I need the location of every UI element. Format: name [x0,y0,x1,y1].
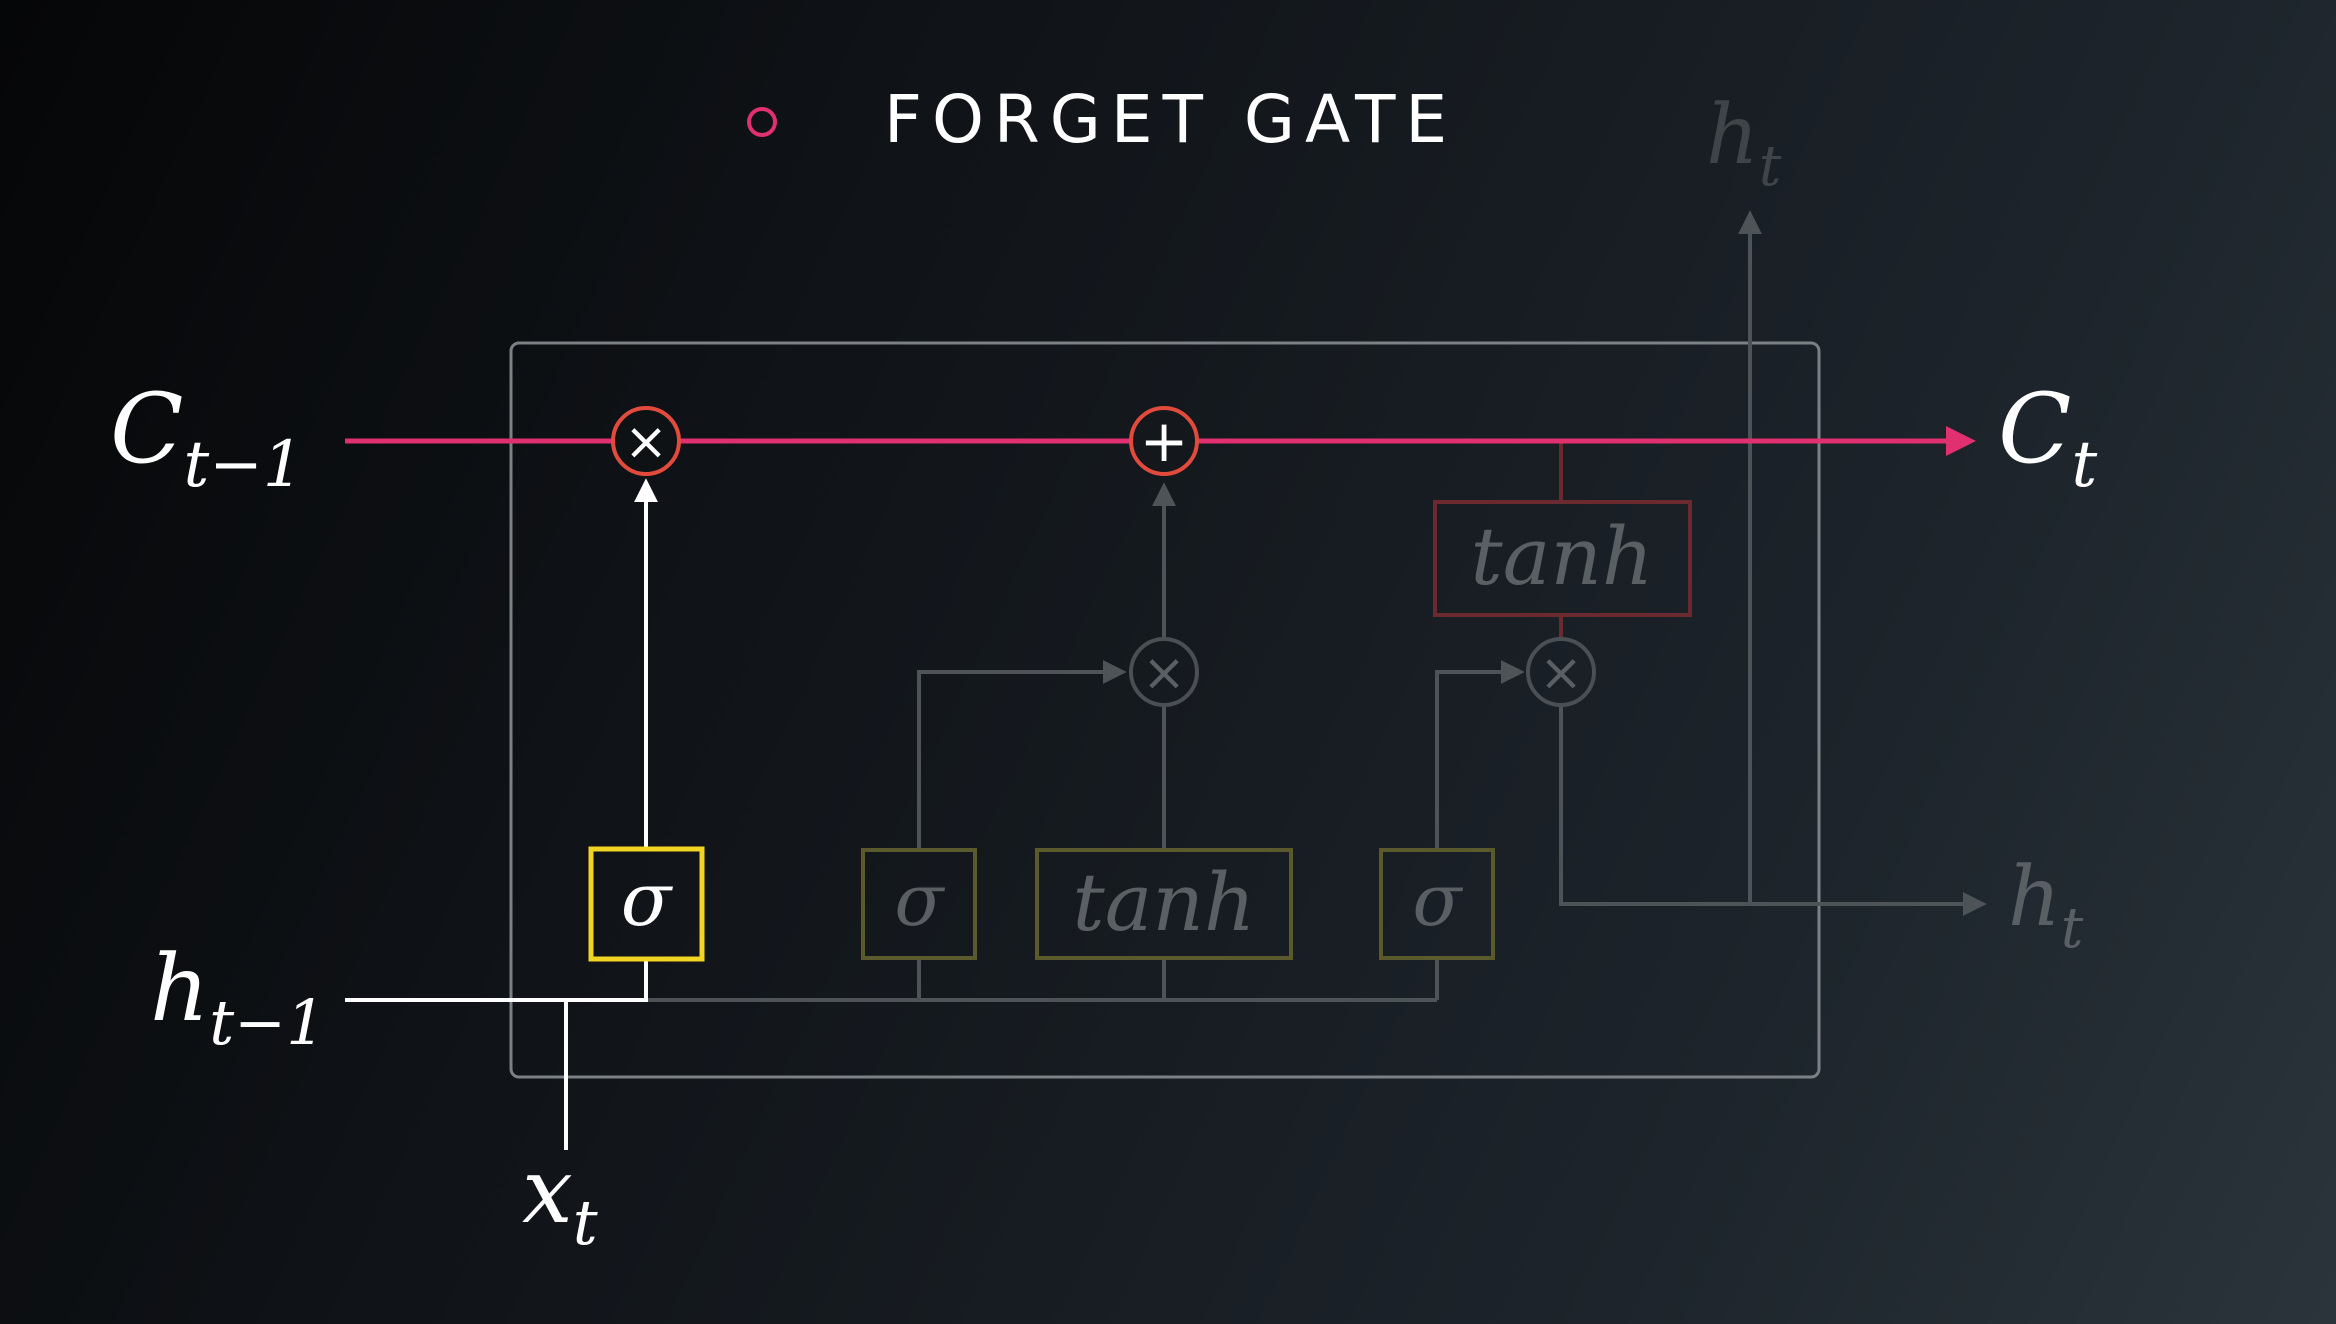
candidate-tanh-label: tanh [1073,856,1256,949]
output-multiply-icon: × [1539,643,1583,703]
title-bullet-icon [747,107,777,137]
faded-paths [646,210,1987,1002]
x-t-sub: t [573,1186,598,1259]
active-paths [345,478,658,1150]
input-multiply-icon: × [1142,643,1186,703]
h-prev-base: h [150,935,209,1042]
x-t-label: xt [522,1139,598,1259]
h-out-top-label: ht [1706,88,1782,199]
h-out-right-sub: t [2061,896,2084,961]
input-sigma-to-multiply [917,660,1127,850]
h-prev-input-line [345,958,648,1002]
input-sigma-label: σ [894,858,945,942]
forget-sigma-box [588,846,705,962]
h-out-right-base: h [2008,850,2061,945]
h-prev-label: ht−1 [150,935,326,1059]
forget-multiply-icon: × [624,412,668,472]
h-out-right-label: ht [2008,850,2084,961]
h-out-top-base: h [1706,88,1759,183]
forget-multiply-circle [611,406,681,476]
c-next-base: C [1998,373,2071,485]
c-next-label: Ct [1998,373,2097,502]
output-multiply-circle [1526,637,1596,707]
output-to-h-right [1559,705,1987,916]
output-sigma-label: σ [1412,858,1463,942]
cell-tanh-label: tanh [1471,510,1654,603]
cell-add-circle [1129,406,1199,476]
x-t-base: x [522,1139,573,1244]
h-out-top-sub: t [1759,134,1782,199]
cell-tanh-box [1433,500,1692,617]
input-multiply-circle [1129,637,1199,707]
forget-sigma-label: σ [621,857,674,943]
output-sigma-box [1379,848,1495,960]
input-sigma-box [861,848,977,960]
c-next-sub: t [2071,428,2097,502]
c-prev-sub: t−1 [183,428,303,502]
cell-add-icon: + [1140,407,1189,475]
title-text: FORGET GATE [884,81,1457,158]
h-prev-sub: t−1 [209,986,325,1059]
c-prev-label: Ct−1 [110,373,304,502]
output-sigma-to-multiply [1435,660,1525,850]
c-prev-base: C [110,373,183,485]
candidate-tanh-box [1035,848,1293,960]
lstm-cell-box [509,341,1821,1079]
